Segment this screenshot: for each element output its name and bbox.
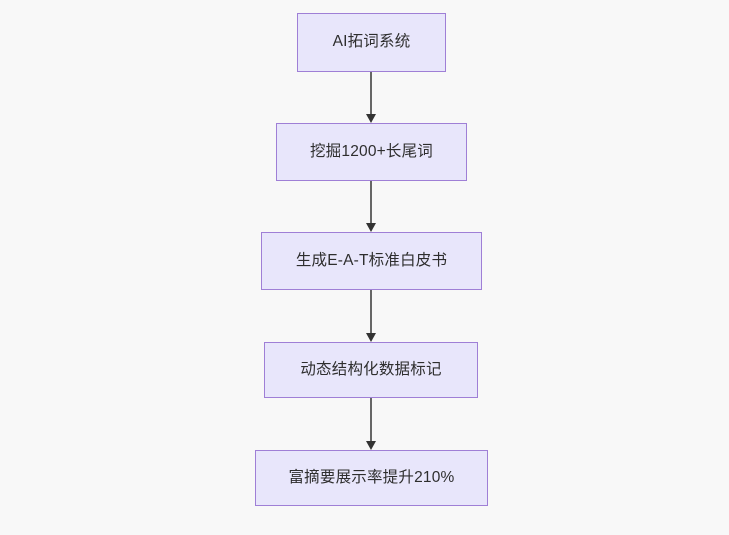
flow-node-rich-snippet-rate-increase[interactable]: 富摘要展示率提升210% — [255, 450, 488, 506]
arrowhead-icon — [366, 114, 376, 123]
flow-node-label: 富摘要展示率提升210% — [288, 468, 455, 486]
flow-node-ai-keyword-system[interactable]: AI拓词系统 — [297, 13, 446, 72]
connector-line — [370, 72, 372, 114]
flow-node-dynamic-structured-data-markup[interactable]: 动态结构化数据标记 — [264, 342, 478, 398]
flow-node-label: 生成E-A-T标准白皮书 — [295, 251, 448, 269]
connector-node1-node2 — [361, 72, 381, 123]
flow-node-mine-longtail-keywords[interactable]: 挖掘1200+长尾词 — [276, 123, 467, 181]
arrowhead-icon — [366, 333, 376, 342]
connector-line — [370, 181, 372, 223]
connector-line — [370, 290, 372, 333]
arrowhead-icon — [366, 441, 376, 450]
connector-line — [370, 398, 372, 441]
connector-node2-node3 — [361, 181, 381, 232]
flow-node-generate-eat-whitepaper[interactable]: 生成E-A-T标准白皮书 — [261, 232, 482, 290]
flow-node-label: 动态结构化数据标记 — [300, 360, 442, 378]
arrowhead-icon — [366, 223, 376, 232]
flow-node-label: 挖掘1200+长尾词 — [309, 142, 434, 160]
connector-node3-node4 — [361, 290, 381, 342]
flow-node-label: AI拓词系统 — [332, 33, 411, 51]
connector-node4-node5 — [361, 398, 381, 450]
